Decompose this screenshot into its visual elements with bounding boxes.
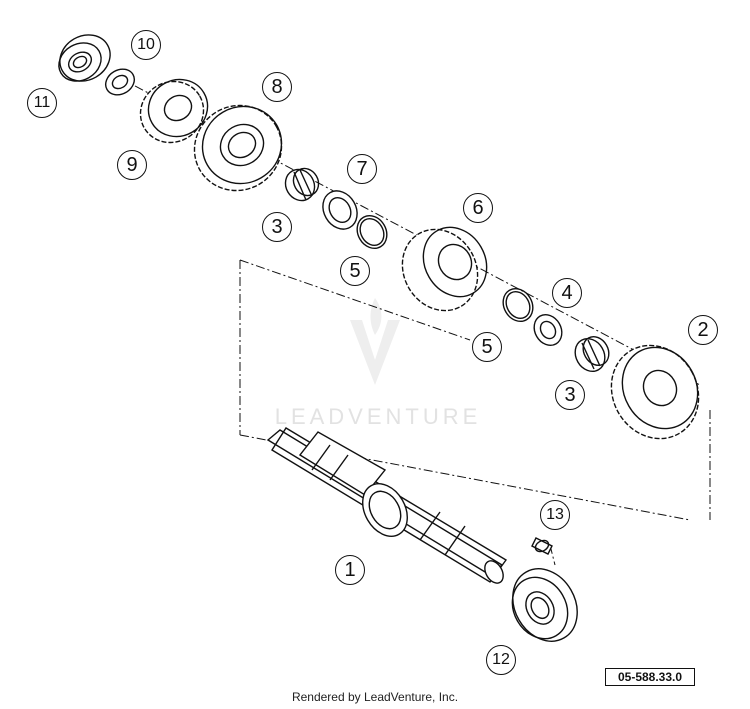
part-5a-circlip xyxy=(356,214,388,250)
callout-part-5b: 5 xyxy=(472,332,502,362)
callout-part-5a: 5 xyxy=(340,256,370,286)
callout-part-9: 9 xyxy=(117,150,147,180)
part-7-washer xyxy=(322,190,358,230)
callout-part-3b: 3 xyxy=(555,380,585,410)
callout-part-10: 10 xyxy=(131,30,161,60)
footer-credit: Rendered by LeadVenture, Inc. xyxy=(291,690,459,704)
part-10-washer xyxy=(104,68,136,96)
reference-number: 05-588.33.0 xyxy=(605,668,695,686)
part-3b-needle-bearing xyxy=(574,335,610,373)
part-3a-needle-bearing xyxy=(284,167,320,202)
part-4-washer xyxy=(533,313,563,347)
part-12-bearing xyxy=(511,568,578,642)
part-5b-circlip xyxy=(502,287,534,323)
part-8-gear xyxy=(193,104,283,192)
part-1-shaft xyxy=(266,427,508,584)
part-13-bolt xyxy=(531,537,553,555)
part-11-bearing xyxy=(58,34,111,82)
callout-part-4: 4 xyxy=(552,278,582,308)
part-2-gear xyxy=(610,344,700,440)
callout-part-6: 6 xyxy=(463,193,493,223)
callout-part-8: 8 xyxy=(262,72,292,102)
callout-part-2: 2 xyxy=(688,315,718,345)
callout-part-1: 1 xyxy=(335,555,365,585)
callout-part-3a: 3 xyxy=(262,212,292,242)
part-9-gear xyxy=(139,78,209,144)
leadventure-logo-watermark xyxy=(350,298,400,385)
part-6-gear xyxy=(401,226,488,312)
callout-part-13: 13 xyxy=(540,500,570,530)
callout-part-11: 11 xyxy=(27,88,57,118)
callout-part-12: 12 xyxy=(486,645,516,675)
callout-part-7: 7 xyxy=(347,154,377,184)
watermark-text: LEADVENTURE xyxy=(274,404,482,429)
